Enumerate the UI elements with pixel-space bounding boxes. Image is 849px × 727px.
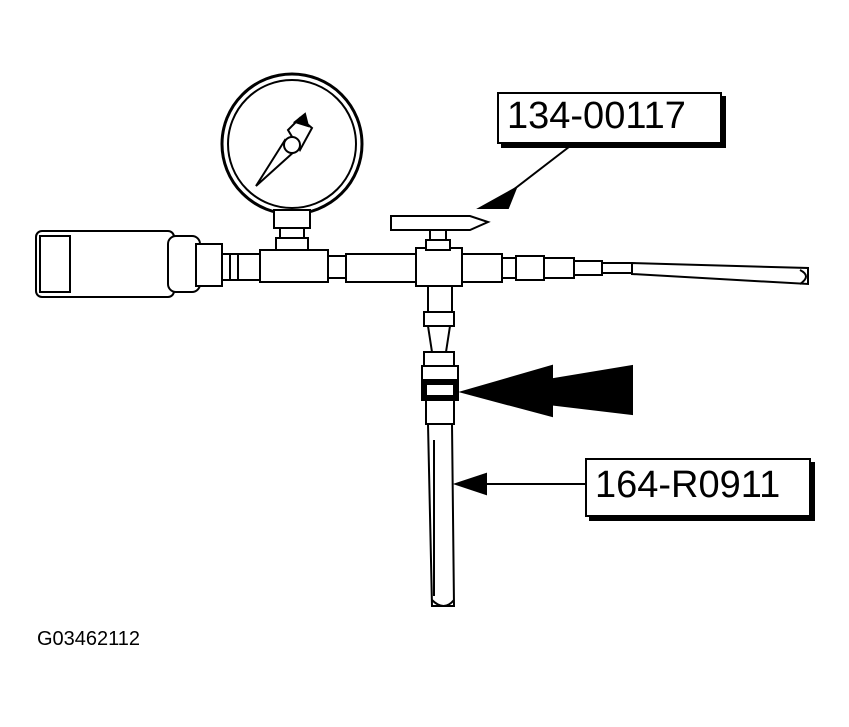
callout-text: 164-R0911 (595, 464, 781, 506)
hose-line (426, 423, 456, 607)
branch-fitting (421, 285, 459, 425)
callout-134-00117: 134-00117 (497, 92, 722, 144)
leader-arrow-134 (476, 139, 579, 209)
figure-id: G03462112 (37, 628, 141, 650)
callout-text: 134-00117 (507, 95, 686, 137)
reservoir-cylinder (35, 230, 261, 298)
pressure-gauge (220, 72, 364, 251)
manifold-tube (259, 247, 809, 287)
leader-arrow-164 (452, 472, 585, 496)
large-pointer-arrow (458, 364, 633, 418)
shutoff-valve (390, 215, 491, 251)
callout-164-r0911: 164-R0911 (585, 458, 811, 517)
